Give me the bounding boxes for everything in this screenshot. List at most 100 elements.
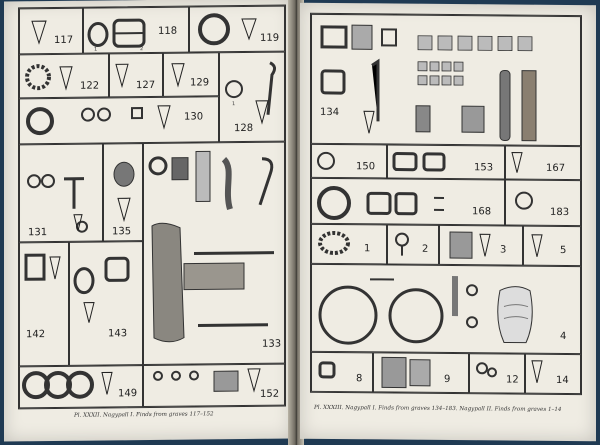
cell-127: 127: [109, 52, 163, 98]
cell-153: 153: [387, 144, 505, 180]
cell-152: 152: [143, 363, 285, 408]
triangle-icon: [511, 152, 523, 173]
grave-number: 152: [260, 388, 280, 400]
grave-number: 167: [546, 162, 566, 175]
belt-set-artifact-icon: [320, 24, 537, 142]
grave-number: 153: [474, 162, 494, 174]
sub-label: 2: [140, 46, 144, 53]
triangle-icon: [31, 20, 47, 45]
grave-number: 122: [80, 80, 100, 92]
torques-vessel-artifact-icon: [318, 276, 533, 345]
pendant-artifact-icon: [113, 161, 135, 223]
cell-167: 167: [505, 145, 581, 181]
cell-143: 143: [69, 241, 143, 366]
ring-artifact-icon: [317, 151, 335, 170]
earring-artifact-icon: [476, 362, 497, 378]
grave-number: 118: [158, 25, 178, 37]
grave-number: 183: [550, 206, 570, 219]
buckle-artifact-icon: [449, 231, 491, 259]
left-plate-frame: 117 1 2 118 119: [18, 4, 286, 410]
grave-number: 5: [560, 244, 567, 257]
grave-number: 117: [54, 34, 74, 46]
cell-ii-5: 5: [523, 225, 581, 267]
grave-number: 135: [112, 226, 132, 238]
cell-ii-2: 2: [387, 224, 439, 265]
grave-number: 133: [262, 338, 282, 350]
cell-131: 131: [19, 143, 103, 243]
cell-ii-12: 12: [469, 353, 525, 394]
grave-number: 1: [364, 243, 371, 255]
triangle-icon: [531, 234, 543, 257]
cell-130: 130: [19, 96, 219, 145]
buckle-artifact-icon: [87, 18, 146, 48]
sub-label: 1: [232, 101, 236, 108]
cell-135: 135: [103, 143, 143, 242]
grave-number: 128: [234, 122, 254, 135]
buckle-artifact-icon: [24, 253, 61, 281]
plate-caption: Pl. XXXII. Nagypall I. Finds from graves…: [74, 411, 214, 419]
cell-134: 134: [311, 13, 581, 147]
cell-ii-1: 1: [311, 223, 387, 265]
grave-number: 4: [560, 330, 567, 343]
cell-128: 1 128: [219, 51, 285, 143]
grave-number: 127: [136, 79, 156, 92]
pendants-artifact-icon: [153, 368, 261, 393]
cell-133: 133: [143, 141, 285, 366]
grave-number: 9: [444, 373, 451, 386]
triangle-icon: [531, 360, 543, 383]
right-page: 134 150 153 167: [300, 2, 596, 442]
triangle-icon: [115, 63, 129, 89]
grave-number: 168: [472, 206, 492, 218]
cell-ii-14: 14: [525, 353, 581, 395]
cell-ii-4: 4: [311, 263, 581, 355]
pin-artifact-icon: [225, 61, 277, 125]
triangle-icon: [171, 63, 185, 88]
rings-artifact-icon: [26, 105, 171, 136]
ring-artifact-icon: [515, 191, 533, 210]
grave-number: 131: [28, 227, 48, 239]
ring-artifact-icon: [25, 64, 73, 91]
cell-119: 119: [189, 5, 285, 53]
buckle-artifact-icon: [318, 361, 336, 379]
buckles-artifact-icon: [392, 152, 446, 172]
cell-183: 183: [505, 179, 581, 227]
cell-118: 1 2 118: [83, 6, 189, 54]
grave-number: 134: [320, 106, 340, 119]
grave-number: 129: [190, 77, 210, 89]
tools-artifact-icon: [148, 150, 274, 343]
cell-149: 149: [19, 365, 143, 409]
grave-number: 143: [108, 328, 128, 340]
buckles-artifact-icon: [317, 186, 444, 221]
earrings-artifact-icon: [27, 174, 88, 233]
cell-150: 150: [311, 143, 387, 179]
grave-number: 2: [422, 243, 429, 255]
cell-ii-8: 8: [311, 351, 373, 393]
grave-number: 3: [500, 244, 507, 256]
grave-number: 8: [356, 373, 363, 385]
plate-caption: Pl. XXXIII. Nagypall I. Finds from grave…: [314, 404, 562, 413]
grave-number: 149: [118, 388, 138, 400]
cell-ii-9: 9: [373, 352, 469, 394]
left-page: 117 1 2 118 119: [4, 0, 292, 442]
cell-ii-3: 3: [439, 224, 523, 266]
earring-artifact-icon: [395, 232, 409, 256]
cell-142: 142: [19, 241, 69, 367]
cell-168: 168: [311, 177, 505, 226]
grave-number: 119: [260, 32, 280, 44]
cell-122: 122: [19, 53, 109, 99]
grave-number: 150: [356, 161, 376, 173]
cell-117: 117: [19, 7, 83, 55]
buckles-artifact-icon: [73, 256, 130, 323]
sub-label: 1: [94, 46, 98, 53]
cell-129: 129: [163, 52, 219, 97]
grave-number: 14: [556, 374, 569, 387]
right-plate-frame: 134 150 153 167: [310, 12, 582, 396]
bracelet-artifact-icon: [318, 231, 350, 256]
grave-number: 142: [26, 329, 46, 341]
grave-number: 130: [184, 111, 204, 123]
ring-artifact-icon: [198, 13, 257, 46]
belt-mounts-artifact-icon: [381, 356, 431, 389]
rings-artifact-icon: [22, 370, 113, 400]
grave-number: 12: [506, 374, 519, 386]
